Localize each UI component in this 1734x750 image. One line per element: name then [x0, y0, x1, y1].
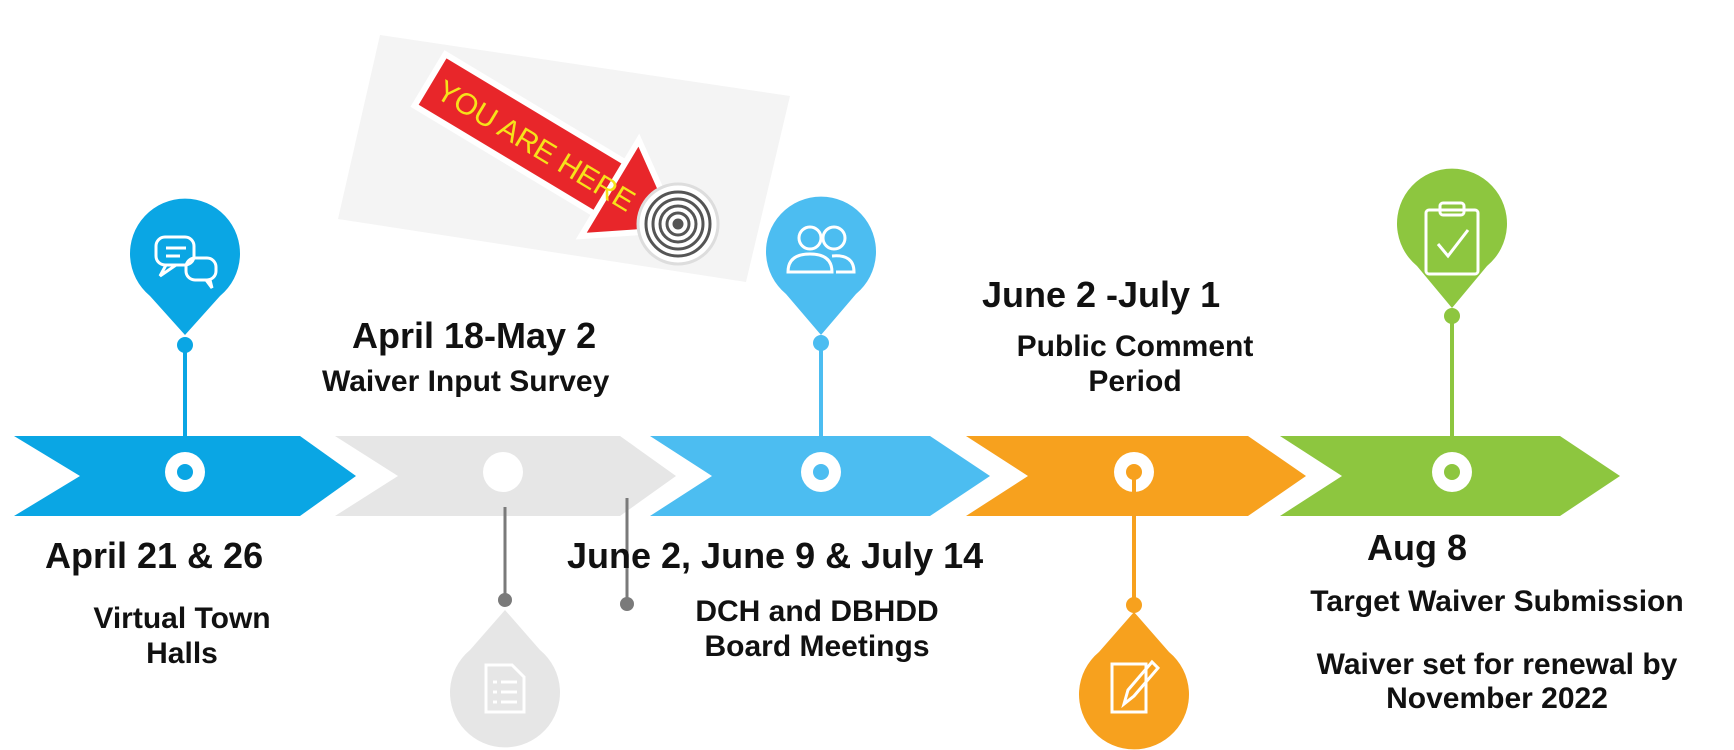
description-public-comment: Public Comment Period	[985, 330, 1285, 399]
date-town-halls: April 21 & 26	[45, 535, 264, 576]
description-line: Board Meetings	[704, 629, 930, 663]
pin-survey	[449, 610, 560, 748]
users-icon	[786, 225, 856, 274]
date-survey: April 18-May 2	[352, 315, 597, 356]
description-line: Virtual Town	[93, 602, 271, 635]
you-are-here-sticker: YOU ARE HERE	[338, 35, 790, 282]
description-line: DCH and DBHDD	[695, 595, 939, 628]
description-line: November 2022	[1386, 682, 1608, 715]
chat-bubbles-icon	[154, 235, 218, 289]
description-line: Public Comment	[1016, 330, 1254, 363]
date-submission: Aug 8	[1367, 527, 1468, 568]
milestone-public-comment	[1079, 452, 1189, 750]
pin-submission	[1397, 168, 1507, 308]
description-board-meetings: DCH and DBHDD Board Meetings	[672, 595, 962, 664]
target-rings-icon	[636, 182, 720, 266]
description-line: Halls	[146, 636, 218, 670]
date-board-meetings: June 2, June 9 & July 14	[567, 535, 984, 576]
description-survey: Waiver Input Survey	[322, 365, 610, 398]
description-line: Target Waiver Submission	[1310, 585, 1684, 618]
clipboard-check-icon	[1424, 201, 1480, 276]
milestone-survey	[449, 452, 634, 748]
pencil-note-icon	[1110, 659, 1161, 714]
description-line: Waiver set for renewal by	[1316, 647, 1678, 681]
description-town-halls: Virtual Town Halls	[62, 602, 302, 671]
description-line: Period	[1088, 364, 1182, 398]
description-submission: Target Waiver Submission Waiver set for …	[1262, 585, 1732, 717]
description-line	[1262, 620, 1732, 648]
milestone-submission	[1397, 168, 1507, 492]
milestone-town-halls	[130, 198, 240, 492]
document-list-icon	[484, 663, 526, 714]
pin-board-meetings	[766, 196, 877, 335]
date-public-comment: June 2 -July 1	[982, 274, 1221, 315]
milestone-board-meetings	[766, 196, 877, 492]
